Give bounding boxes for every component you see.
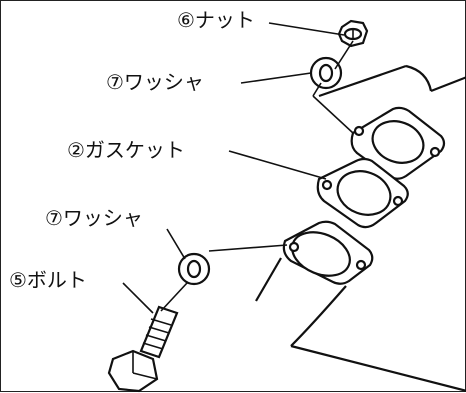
leader-lines (122, 22, 345, 314)
bolt-part (107, 305, 179, 393)
gasket-label: ②ガスケット (67, 138, 185, 162)
exhaust-pipe (318, 64, 466, 98)
washer-top-label: ⑦ワッシャ (106, 70, 204, 94)
bolt-label: ⑤ボルト (9, 268, 87, 292)
washer-bottom-part (177, 252, 211, 286)
washer-top-part (309, 56, 343, 90)
gasket-lower (316, 157, 409, 229)
nut-label: ⑥ナット (177, 8, 255, 32)
exhaust-pipe-lower (255, 257, 466, 392)
gasket-upper (350, 106, 446, 180)
washer-bottom-label: ⑦ワッシャ (45, 206, 143, 230)
assembly-axis-lines (160, 40, 354, 312)
nut-part (337, 19, 369, 48)
flange-lower (282, 220, 374, 285)
